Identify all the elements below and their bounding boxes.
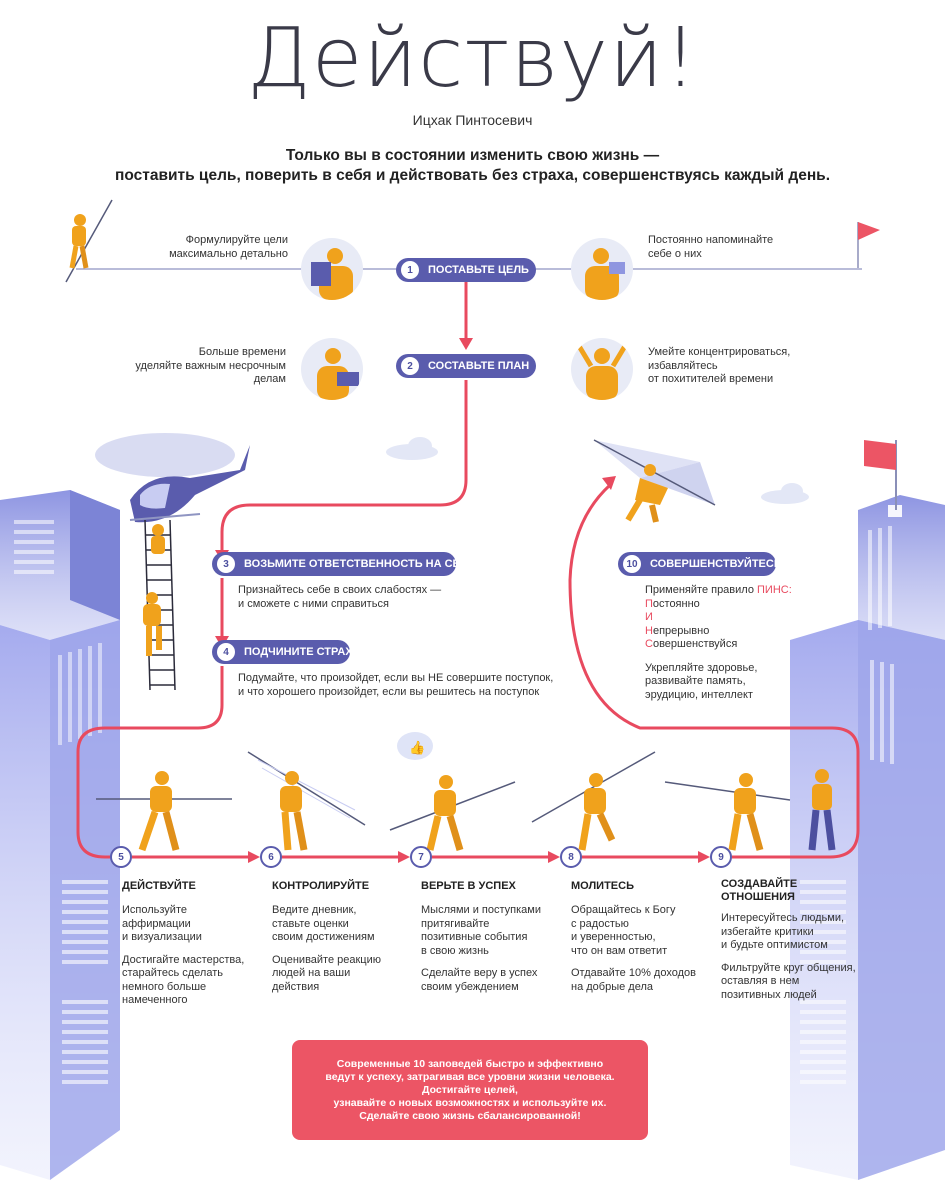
tightrope-walker-figure [531, 751, 656, 851]
step-6-node: 6 [260, 846, 282, 868]
step-8-node: 8 [560, 846, 582, 868]
hang-glider-figure [593, 439, 716, 523]
step-9-node: 9 [710, 846, 732, 868]
tightrope-walker-figure [664, 769, 836, 851]
summary-line: узнавайте о новых возможностях и использ… [333, 1096, 607, 1109]
step-label: СОВЕРШЕНСТВУЙТЕСЬ [650, 558, 782, 570]
step-9-heading: СОЗДАВАЙТЕ ОТНОШЕНИЯ [721, 878, 797, 904]
author-name: Ицхак Пинтосевич [412, 112, 533, 128]
step-1-pill: 1 ПОСТАВЬТЕ ЦЕЛЬ [396, 258, 536, 282]
subtitle: Только вы в состоянии изменить свою жизн… [60, 146, 885, 186]
step-5-node: 5 [110, 846, 132, 868]
step-5-heading: ДЕЙСТВУЙТЕ [122, 880, 196, 892]
helicopter-icon [95, 433, 250, 523]
step-8-heading: МОЛИТЕСЬ [571, 880, 634, 892]
summary-line: ведут к успеху, затрагивая все уровни жи… [325, 1070, 615, 1083]
step-4-note: Подумайте, что произойдет, если вы НЕ со… [238, 672, 554, 698]
step-6-heading: КОНТРОЛИРУЙТЕ [272, 880, 370, 892]
pins-word: овершенствуйся [652, 638, 738, 650]
pins-rule: ПИНС: [757, 584, 792, 596]
goal-person-illustration [301, 238, 363, 300]
pins-word: остоянно [652, 597, 700, 610]
summary-line: Достигайте целей, [422, 1083, 518, 1096]
pins-letter: И [645, 611, 653, 623]
step-label: ПОСТАВЬТЕ ЦЕЛЬ [428, 264, 529, 276]
summary-line: Современные 10 заповедей быстро и эффект… [336, 1057, 604, 1070]
summary-box: Современные 10 заповедей быстро и эффект… [292, 1040, 648, 1140]
step-number: 2 [401, 357, 419, 375]
step-9-heading-line: ОТНОШЕНИЯ [721, 891, 795, 903]
step-label: ВОЗЬМИТЕ ОТВЕТСТВЕННОСТЬ НА СЕБЯ [244, 558, 476, 570]
step-label: СОСТАВЬТЕ ПЛАН [428, 360, 530, 372]
step-9-heading-line: СОЗДАВАЙТЕ [721, 878, 798, 890]
step-10-pill: 10 СОВЕРШЕНСТВУЙТЕСЬ [618, 552, 782, 576]
step-3-pill: 3 ВОЗЬМИТЕ ОТВЕТСТВЕННОСТЬ НА СЕБЯ [212, 552, 475, 576]
step-7-node: 7 [410, 846, 432, 868]
subtitle-line: Только вы в состоянии изменить свою жизн… [285, 147, 660, 164]
pins-letter: С [645, 638, 653, 650]
step-3-note: Признайтесь себе в своих слабостях —и см… [238, 584, 442, 610]
pins-letter: Н [645, 624, 653, 637]
step-number: 10 [623, 555, 641, 573]
subtitle-line: поставить цель, поверить в себя и действ… [114, 167, 831, 184]
tightrope-walker-figure: 👍 [389, 732, 516, 851]
cloud-icon [386, 437, 809, 504]
step-number: 1 [401, 261, 419, 279]
step-10-note: Применяйте правило ПИНС: Постоянно И Неп… [645, 584, 792, 701]
step-number: 3 [217, 555, 235, 573]
step-number: 4 [217, 643, 235, 661]
flag-icon [857, 222, 897, 510]
tightrope-walker-figure [247, 751, 366, 851]
pins-letter: П [645, 597, 653, 610]
step-label: ПОДЧИНИТЕ СТРАХ [244, 646, 353, 658]
tightrope-walker-figure [65, 199, 113, 283]
summary-line: Сделайте свою жизнь сбалансированной! [359, 1109, 581, 1122]
focus-person-illustration [571, 338, 633, 400]
planner-person-illustration [301, 338, 363, 400]
step-2-pill: 2 СОСТАВЬТЕ ПЛАН [396, 354, 536, 378]
reminder-person-illustration [571, 238, 633, 300]
right-building [790, 495, 945, 1180]
left-building [0, 490, 120, 1180]
climber-figure [143, 524, 165, 656]
pins-intro: Применяйте правило [645, 584, 758, 596]
step-4-pill: 4 ПОДЧИНИТЕ СТРАХ [212, 640, 353, 664]
tightrope-walker-figure [96, 771, 232, 852]
pins-word: епрерывно [652, 624, 710, 637]
step-7-heading: ВЕРЬТЕ В УСПЕХ [421, 880, 516, 892]
page-title: Действуй! [247, 11, 698, 106]
svg-text:👍: 👍 [409, 740, 425, 756]
flow-path [76, 282, 860, 859]
